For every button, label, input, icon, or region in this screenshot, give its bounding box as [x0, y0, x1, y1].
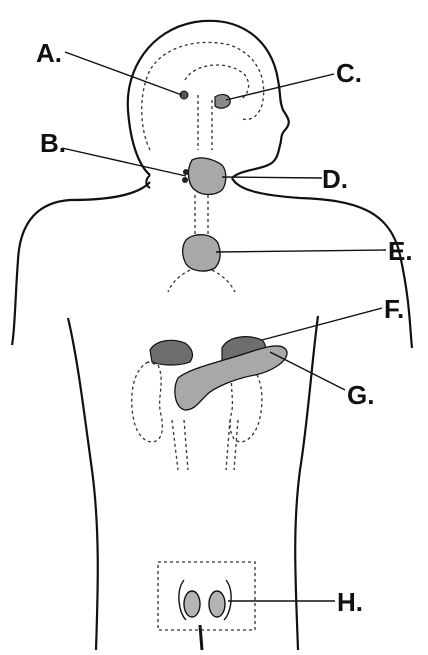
- pituitary-gland: [214, 93, 231, 109]
- brainstem-outline: [197, 95, 213, 150]
- inner-brain-outline: [184, 64, 250, 101]
- label-d: D.: [322, 164, 348, 194]
- label-c: C.: [336, 58, 362, 88]
- right-shoulder-outline: [231, 177, 414, 349]
- brain-outline: [141, 41, 265, 151]
- left-adrenal-gland: [149, 339, 194, 366]
- label-g: G.: [347, 380, 375, 410]
- leader-c: [225, 73, 335, 101]
- head-outline: [126, 19, 290, 179]
- label-h: H.: [337, 587, 363, 617]
- label-f: F.: [384, 294, 405, 324]
- hair-outline: [145, 174, 151, 189]
- right-torso-outline: [294, 315, 320, 651]
- parathyroid-lower: [182, 177, 188, 183]
- leader-e: [215, 249, 387, 253]
- leader-f: [261, 307, 383, 341]
- leader-g: [269, 351, 346, 391]
- left-torso-outline: [66, 317, 99, 651]
- label-e: E.: [388, 236, 413, 266]
- ureters-outline: [171, 419, 239, 471]
- parathyroid-upper: [183, 169, 189, 175]
- right-kidney-outline: [229, 361, 263, 443]
- thymus-gland: [181, 234, 221, 272]
- left-testis: [183, 590, 201, 618]
- label-a: A.: [36, 38, 62, 68]
- crotch-outline: [198, 624, 204, 651]
- trachea-outline: [194, 195, 209, 235]
- leader-a: [64, 51, 183, 96]
- pancreas: [174, 345, 288, 411]
- right-testis: [208, 590, 226, 618]
- left-kidney-outline: [131, 361, 164, 443]
- bronchi-outline: [167, 269, 236, 293]
- label-b: B.: [40, 128, 66, 158]
- leader-d: [221, 176, 323, 179]
- gonad-box: [157, 561, 256, 631]
- left-epididymis: [178, 579, 187, 621]
- leader-b: [61, 147, 187, 177]
- thyroid-gland: [187, 157, 227, 196]
- left-shoulder-outline: [10, 181, 151, 346]
